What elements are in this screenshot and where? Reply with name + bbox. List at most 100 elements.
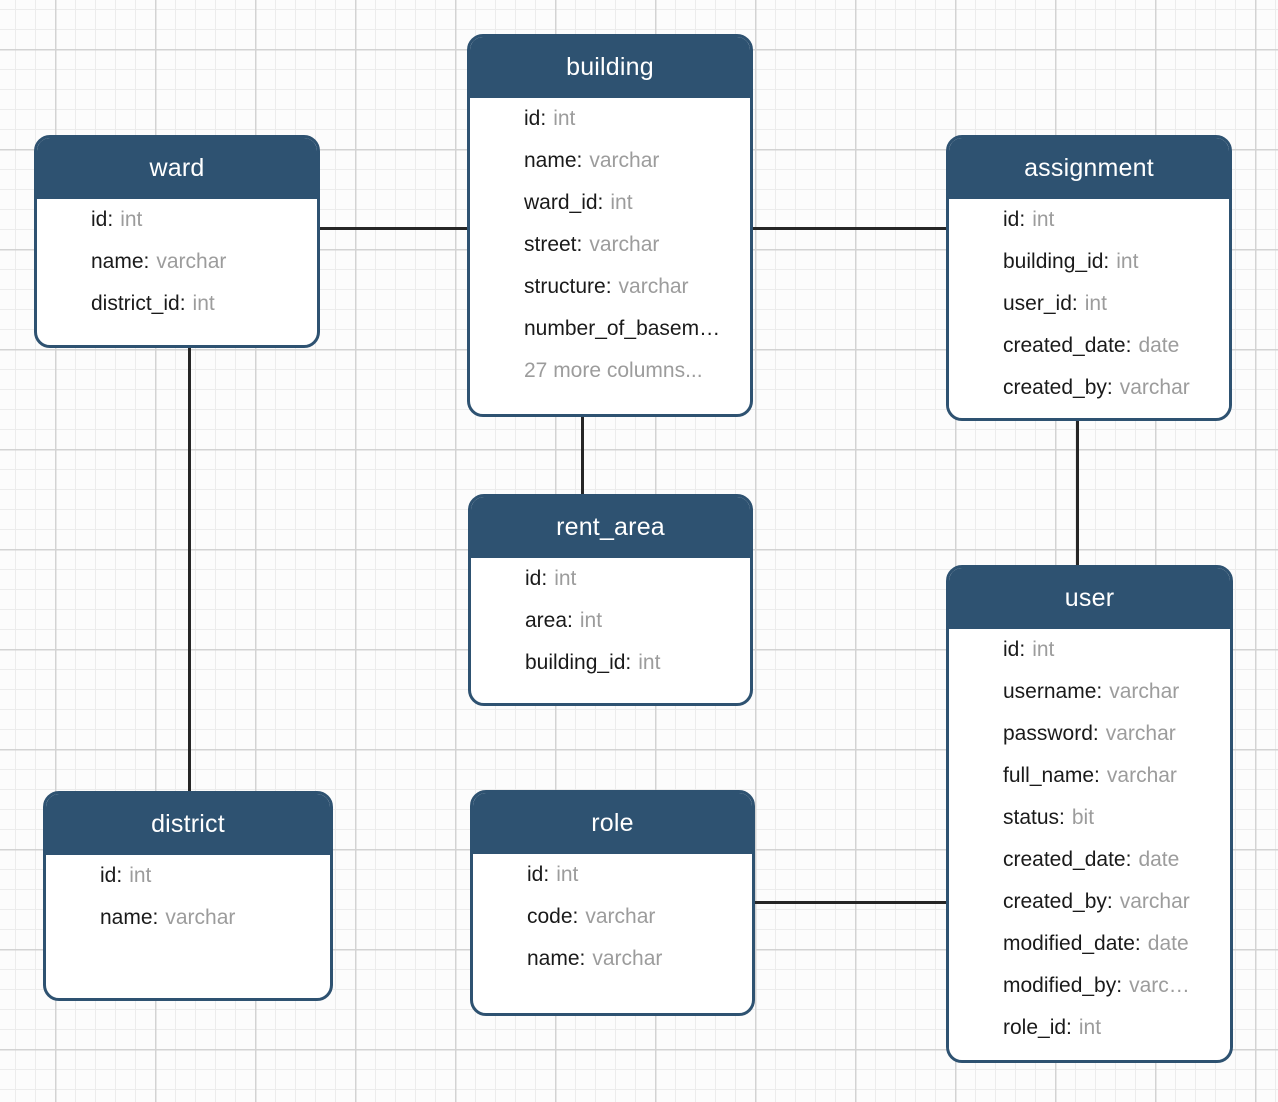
field-type: int <box>1116 249 1139 273</box>
field-row-created_by[interactable]: created_by:varchar <box>949 367 1229 409</box>
relation-line-building-assignment[interactable] <box>751 227 948 230</box>
field-row-id[interactable]: id: int <box>471 558 750 600</box>
table-header-building[interactable]: building <box>470 37 750 98</box>
field-type: int <box>554 566 577 590</box>
field-row-created_date[interactable]: created_date:date <box>949 839 1230 881</box>
field-row-code[interactable]: code:varchar <box>473 896 752 938</box>
table-body: id: int area:int building_id: int <box>471 557 750 684</box>
field-type: varchar <box>589 148 660 172</box>
field-row-id[interactable]: id:int <box>473 854 752 896</box>
relation-line-building-rent_area[interactable] <box>581 415 584 496</box>
field-type: bit <box>1071 805 1095 829</box>
field-type: varchar <box>585 904 656 928</box>
field-type: date <box>1138 847 1180 871</box>
field-name: created_date: <box>1003 847 1132 871</box>
field-type: varchar <box>1105 721 1176 745</box>
table-header-rent_area[interactable]: rent_area <box>471 497 750 558</box>
relation-line-ward-district[interactable] <box>188 346 191 793</box>
table-header-district[interactable]: district <box>46 794 330 855</box>
field-name: created_by: <box>1003 889 1113 913</box>
field-type: int <box>120 207 143 231</box>
note-text: 27 more columns... <box>524 358 703 382</box>
field-row-building_id[interactable]: building_id: int <box>949 241 1229 283</box>
field-type: date <box>1147 931 1189 955</box>
field-type: int <box>1032 207 1055 231</box>
field-name: created_by: <box>1003 375 1113 399</box>
field-row-status[interactable]: status:bit <box>949 797 1230 839</box>
field-row-district_id[interactable]: district_id:int <box>37 283 317 325</box>
field-type: varchar <box>618 274 689 298</box>
field-row-password[interactable]: password:varchar <box>949 713 1230 755</box>
field-name: user_id: <box>1003 291 1078 315</box>
table-title: rent_area <box>556 512 665 541</box>
table-title: assignment <box>1024 153 1154 182</box>
field-row-structure[interactable]: structure:varchar <box>470 266 750 308</box>
field-name: id: <box>525 566 548 590</box>
field-row-street[interactable]: street:varchar <box>470 224 750 266</box>
table-header-assignment[interactable]: assignment <box>949 138 1229 199</box>
field-row-user_id[interactable]: user_id:int <box>949 283 1229 325</box>
field-name: name: <box>524 148 583 172</box>
field-row-username[interactable]: username:varchar <box>949 671 1230 713</box>
field-row-id[interactable]: id:int <box>470 98 750 140</box>
field-row-role_id[interactable]: role_id:int <box>949 1007 1230 1049</box>
field-row-building_id[interactable]: building_id: int <box>471 642 750 684</box>
field-type: varchar <box>165 905 236 929</box>
field-name: password: <box>1003 721 1099 745</box>
field-row-id[interactable]: id:int <box>46 855 330 897</box>
field-name: id: <box>91 207 114 231</box>
relation-line-assignment-user[interactable] <box>1076 419 1079 567</box>
field-name: created_date: <box>1003 333 1132 357</box>
field-name: street: <box>524 232 583 256</box>
field-row-name[interactable]: name:varchar <box>470 140 750 182</box>
field-row-name[interactable]: name:varchar <box>37 241 317 283</box>
table-title: ward <box>149 153 205 182</box>
field-type: int <box>638 650 661 674</box>
field-name: id: <box>1003 207 1026 231</box>
field-row-name[interactable]: name:varchar <box>46 897 330 939</box>
field-row-modified_by[interactable]: modified_by:varc… <box>949 965 1230 1007</box>
field-row-ward_id[interactable]: ward_id:int <box>470 182 750 224</box>
field-type: int <box>1078 1015 1102 1039</box>
field-row-full_name[interactable]: full_name:varchar <box>949 755 1230 797</box>
table-header-user[interactable]: user <box>949 568 1230 629</box>
field-row-created_by[interactable]: created_by:varchar <box>949 881 1230 923</box>
relation-line-ward-building[interactable] <box>318 227 470 230</box>
field-type: int <box>1032 637 1055 661</box>
table-header-role[interactable]: role <box>473 793 752 854</box>
field-row-name[interactable]: name:varchar <box>473 938 752 980</box>
field-name: code: <box>527 904 579 928</box>
entity-table-rent_area[interactable]: rent_area id: int area:int building_id: int <box>468 494 753 706</box>
field-type: varchar <box>1109 679 1180 703</box>
field-row-id[interactable]: id: int <box>37 199 317 241</box>
field-row-modified_date[interactable]: modified_date:date <box>949 923 1230 965</box>
table-header-ward[interactable]: ward <box>37 138 317 199</box>
table-title: role <box>591 808 634 837</box>
field-name: modified_by: <box>1003 973 1123 997</box>
field-name: name: <box>100 905 159 929</box>
field-name: building_id: <box>525 650 632 674</box>
relation-line-role-user[interactable] <box>753 901 948 904</box>
field-row-area[interactable]: area:int <box>471 600 750 642</box>
field-name: district_id: <box>91 291 186 315</box>
more-columns-note[interactable]: 27 more columns... <box>470 350 750 392</box>
field-name: area: <box>525 608 573 632</box>
field-type: varchar <box>1106 763 1177 787</box>
field-row-number_of_basem[interactable]: number_of_basem… <box>470 308 750 350</box>
field-name: ward_id: <box>524 190 604 214</box>
field-row-created_date[interactable]: created_date:date <box>949 325 1229 367</box>
field-row-id[interactable]: id:int <box>949 629 1230 671</box>
field-row-id[interactable]: id: int <box>949 199 1229 241</box>
field-name: building_id: <box>1003 249 1110 273</box>
